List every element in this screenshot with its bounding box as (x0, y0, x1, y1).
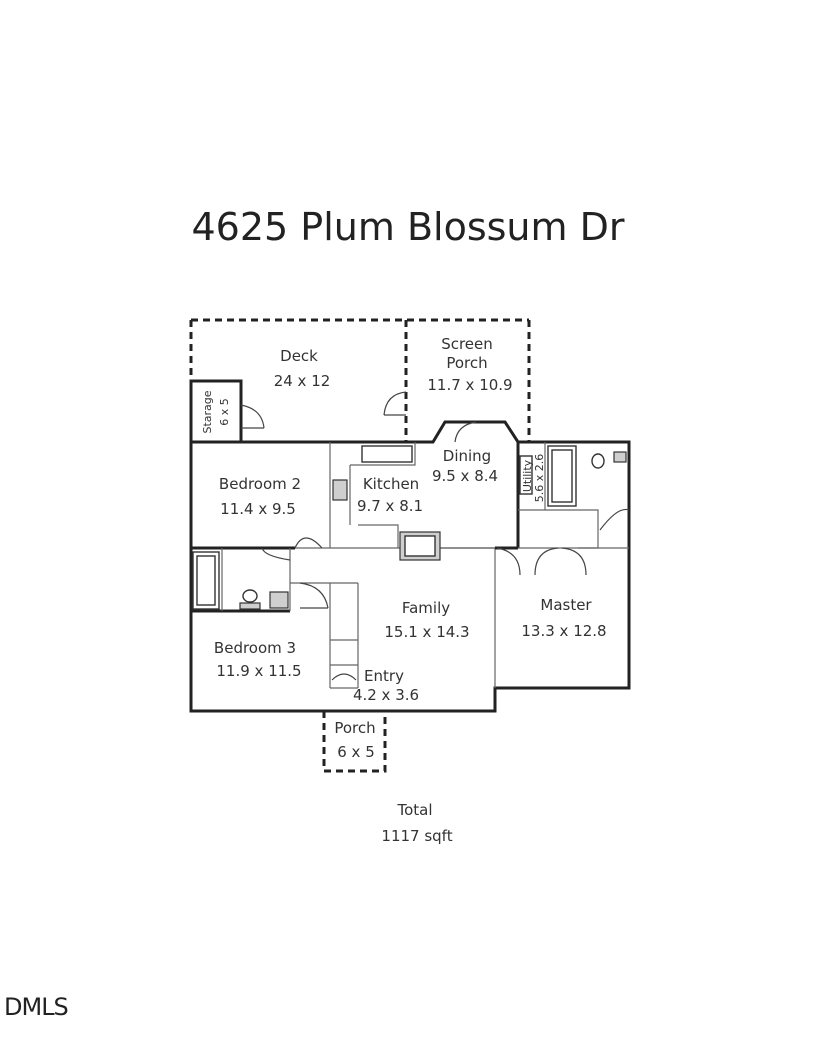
porch-outline (322, 711, 387, 773)
master-label: Master (540, 596, 592, 614)
storage-dims: 6 x 5 (218, 398, 231, 426)
dmls-logo: DMLS (4, 993, 69, 1021)
family-label: Family (402, 599, 450, 617)
storage-outline (189, 379, 243, 444)
interior-walls (191, 442, 629, 689)
total-value: 1117 sqft (381, 827, 452, 845)
bedroom2-dims: 11.4 x 9.5 (220, 500, 296, 518)
entry-dims: 4.2 x 3.6 (353, 686, 419, 704)
fixtures (192, 445, 627, 610)
utility-dims: 5.6 x 2.6 (533, 454, 546, 503)
storage-label: Starage (201, 390, 214, 433)
bedroom3-label: Bedroom 3 (214, 639, 296, 657)
screen-porch-dims: 11.7 x 10.9 (427, 376, 512, 394)
total-label: Total (396, 801, 432, 819)
deck-label: Deck (280, 347, 318, 365)
door-swings (261, 421, 630, 681)
house-walls (189, 420, 631, 713)
porch-label: Porch (334, 719, 375, 737)
bedroom3-dims: 11.9 x 11.5 (216, 662, 301, 680)
deck-dims: 24 x 12 (274, 372, 331, 390)
dining-dims: 9.5 x 8.4 (432, 467, 498, 485)
dining-label: Dining (443, 447, 491, 465)
deck-outline (189, 318, 531, 442)
kitchen-dims: 9.7 x 8.1 (357, 497, 423, 515)
screen-porch-label-1: Screen (441, 335, 493, 353)
utility-label: Utility (521, 459, 534, 492)
porch-dims: 6 x 5 (337, 743, 375, 761)
bedroom2-label: Bedroom 2 (219, 475, 301, 493)
page-title: 4625 Plum Blossum Dr (191, 205, 625, 249)
family-dims: 15.1 x 14.3 (384, 623, 469, 641)
entry-label: Entry (364, 667, 404, 685)
screen-porch-label-2: Porch (446, 354, 487, 372)
kitchen-label: Kitchen (363, 475, 419, 493)
master-dims: 13.3 x 12.8 (521, 622, 606, 640)
